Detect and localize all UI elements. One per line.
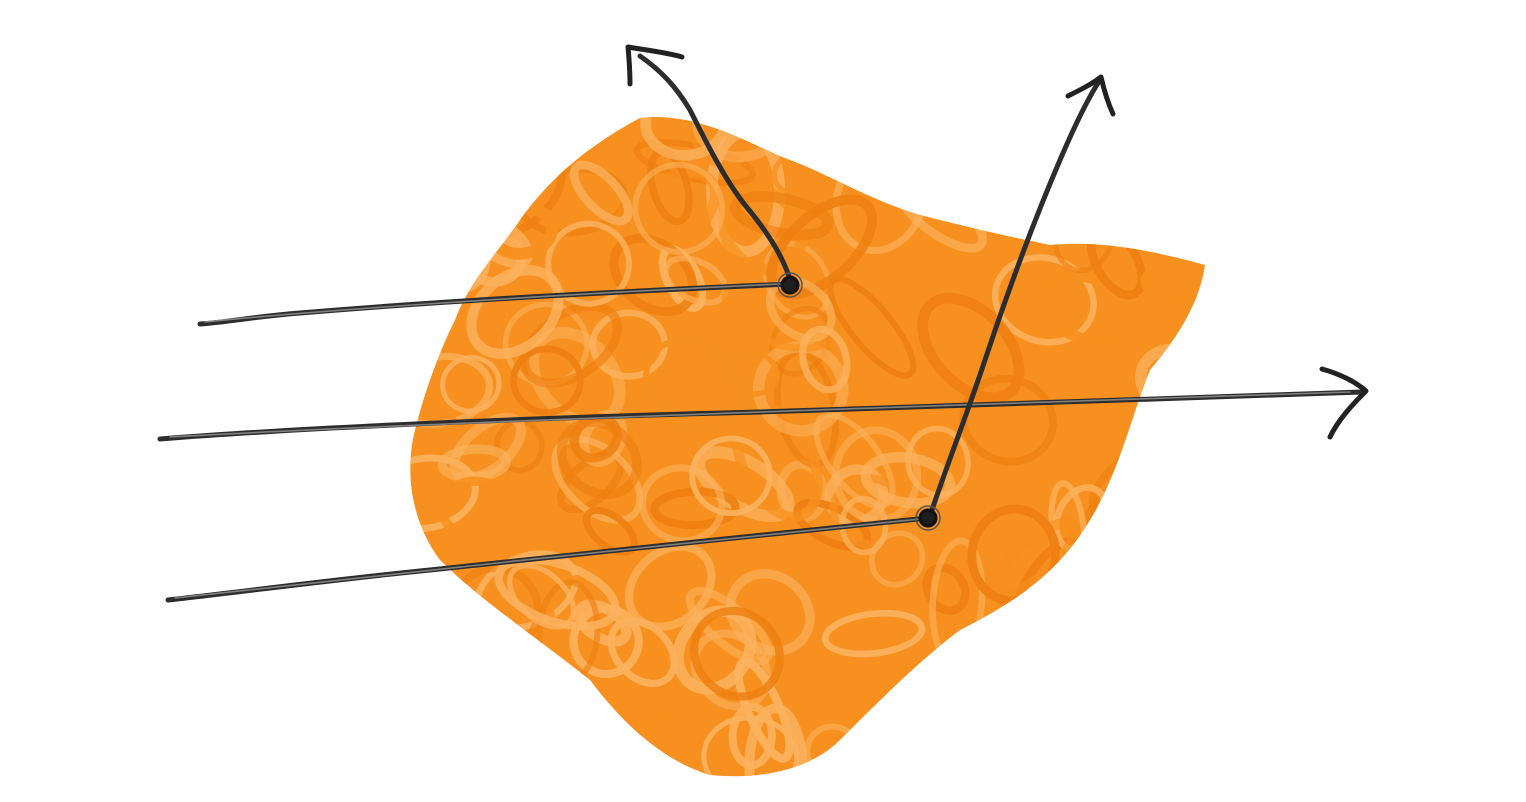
scribble-loop bbox=[1174, 380, 1205, 468]
scribble-loop bbox=[1053, 583, 1158, 653]
scribble-loop bbox=[968, 739, 1039, 777]
scribble-loop bbox=[1140, 116, 1205, 145]
scribble-loop bbox=[945, 681, 1038, 775]
scribble-loop bbox=[765, 277, 836, 343]
scribble-loop bbox=[569, 413, 622, 463]
ray-1-scattered bbox=[637, 53, 795, 289]
scribble-loop bbox=[672, 605, 757, 695]
scribble-loop bbox=[507, 562, 577, 630]
scatter-point-2 bbox=[918, 508, 938, 528]
scribble-loop bbox=[446, 161, 508, 241]
ray-3-scattered bbox=[927, 77, 1103, 519]
scribble-loop bbox=[991, 675, 1033, 777]
scribble-loop bbox=[869, 530, 926, 588]
scribble-loop bbox=[905, 425, 971, 498]
scattering-medium bbox=[410, 116, 1205, 777]
scatter-point-1 bbox=[780, 275, 800, 295]
scribble-loop bbox=[510, 345, 584, 416]
scribble-loop bbox=[624, 542, 716, 631]
scribble-loop bbox=[632, 161, 726, 255]
scribble-loop bbox=[689, 435, 773, 517]
scribble-loop bbox=[1098, 556, 1188, 645]
scribble-loop bbox=[607, 617, 678, 687]
ray-1 bbox=[197, 44, 803, 327]
scribble-loop bbox=[1167, 700, 1205, 765]
scribble-loop bbox=[410, 203, 438, 294]
scribble-loop bbox=[986, 608, 1066, 695]
scribble-loop bbox=[806, 116, 895, 174]
scribble-loop bbox=[410, 675, 452, 750]
scribble-loop bbox=[410, 128, 457, 222]
scribble-loop bbox=[827, 276, 917, 379]
ray-2 bbox=[157, 366, 1369, 442]
scribble-loop bbox=[1124, 547, 1205, 634]
scribble-loop bbox=[799, 325, 851, 394]
scribble-loop bbox=[1132, 187, 1205, 238]
scribble-loop bbox=[414, 680, 468, 777]
scribble-loop bbox=[410, 187, 452, 281]
ray-2-arrowhead bbox=[1319, 366, 1369, 440]
ray-3 bbox=[165, 74, 1116, 603]
scribble-loop bbox=[431, 163, 494, 206]
scribble-loop bbox=[446, 131, 517, 209]
scribble-loop bbox=[732, 400, 823, 522]
scribble-loop bbox=[466, 645, 553, 740]
ray-1-arrowhead bbox=[625, 44, 685, 87]
scribble-loop bbox=[690, 606, 784, 701]
scribble-loop bbox=[1089, 735, 1154, 777]
scribble-loop bbox=[1151, 489, 1205, 571]
scribble-loop bbox=[821, 609, 926, 658]
ray-3-arrowhead bbox=[1065, 74, 1116, 117]
scribble-loop bbox=[996, 701, 1078, 769]
scribble-loop bbox=[869, 718, 976, 777]
scribble-loop bbox=[1125, 116, 1170, 161]
scribble-loop bbox=[975, 695, 1061, 777]
scribble-loop bbox=[900, 141, 1010, 208]
scribble-loop bbox=[730, 191, 834, 241]
scribble-loop bbox=[545, 220, 632, 307]
scribble-loop bbox=[436, 674, 531, 777]
scribble-loop bbox=[410, 718, 442, 777]
scribble-loop bbox=[1048, 749, 1118, 777]
scribble-loop bbox=[701, 715, 800, 777]
scribble-loop bbox=[437, 476, 518, 546]
scribble-loop bbox=[1152, 442, 1205, 532]
scribble-loop bbox=[1112, 636, 1205, 741]
scribble-loop bbox=[1119, 726, 1190, 777]
scribble-loop bbox=[1148, 598, 1205, 709]
scribble-loop bbox=[1033, 270, 1144, 347]
scribble-loop bbox=[1013, 753, 1078, 777]
scribble-loop bbox=[438, 640, 498, 703]
scribble-loop bbox=[569, 160, 633, 226]
scribble-loop bbox=[518, 116, 559, 167]
scribble-loop bbox=[1109, 116, 1189, 161]
scribble-loop bbox=[729, 351, 780, 397]
scribble-loop bbox=[952, 139, 1042, 221]
scribble-loop bbox=[967, 504, 1060, 606]
scribble-loop bbox=[1165, 116, 1205, 165]
scribble-loop bbox=[410, 609, 517, 657]
scribble-loop bbox=[410, 637, 459, 714]
scribble-loop bbox=[1083, 709, 1171, 777]
scribble-loop bbox=[991, 254, 1097, 346]
scribble-loop bbox=[1153, 116, 1205, 154]
scribble-loop bbox=[1027, 690, 1065, 777]
scribble-loop bbox=[1010, 613, 1110, 708]
scribble-loop bbox=[832, 426, 922, 525]
scribble-loop bbox=[421, 704, 510, 776]
scribble-loop bbox=[848, 129, 918, 184]
scribble-loop bbox=[440, 355, 502, 414]
scribble-loop bbox=[494, 555, 620, 631]
scribble-loop bbox=[410, 627, 459, 728]
scribble-loop bbox=[928, 665, 1005, 735]
